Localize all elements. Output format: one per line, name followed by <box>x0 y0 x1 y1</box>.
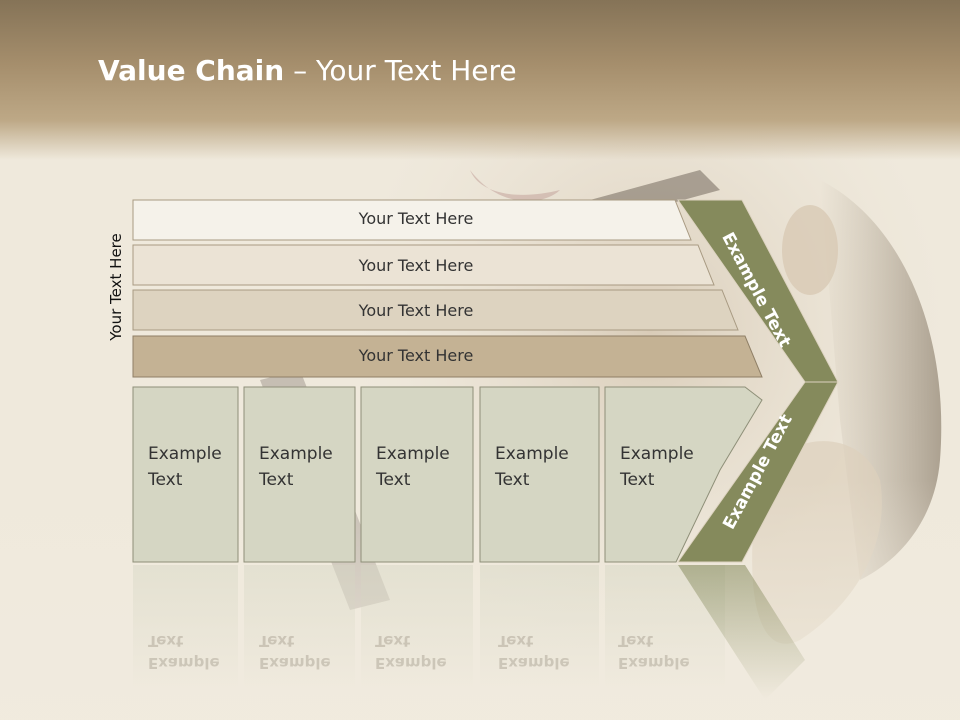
reflection-text-3: Example Text <box>375 630 447 674</box>
row-label-2: Your Text Here <box>358 256 474 275</box>
cell-line-1: Example <box>376 444 450 464</box>
cell-line-2: Text <box>495 470 530 490</box>
cell-line-2: Text <box>259 470 294 490</box>
reflection-line: Example <box>259 654 331 672</box>
cell-line-1: Example <box>620 444 694 464</box>
row-label-3: Your Text Here <box>358 301 474 320</box>
row-bar-2 <box>132 244 715 286</box>
title-bold: Value Chain <box>98 54 285 87</box>
reflection-group <box>133 565 805 700</box>
row-bar-4 <box>132 335 763 378</box>
cell-line-1: Example <box>148 444 222 464</box>
row-label-1: Your Text Here <box>358 209 474 228</box>
row-label-4: Your Text Here <box>358 346 474 365</box>
cell-line-1: Example <box>259 444 333 464</box>
cell-box-1 <box>132 386 239 563</box>
cell-box-3 <box>360 386 474 563</box>
reflection-line: Text <box>148 632 184 650</box>
reflection-text-5: Example Text <box>618 630 690 674</box>
cell-line-2: Text <box>148 470 183 490</box>
reflection-text-2: Example Text <box>259 630 331 674</box>
cell-box-4 <box>479 386 600 563</box>
chevron-lower <box>677 381 839 563</box>
header-band <box>0 0 960 160</box>
reflection-text-4: Example Text <box>498 630 570 674</box>
page-title: Value Chain – Your Text Here <box>98 54 517 87</box>
cell-line-2: Text <box>620 470 655 490</box>
reflection-line: Text <box>375 632 411 650</box>
cell-line-2: Text <box>376 470 411 490</box>
reflection-line: Example <box>148 654 220 672</box>
reflection-text-1: Example Text <box>148 630 220 674</box>
reflection-line: Example <box>498 654 570 672</box>
reflection-line: Example <box>618 654 690 672</box>
row-bar-1 <box>132 199 692 241</box>
cell-box-2 <box>243 386 356 563</box>
title-rest: – Your Text Here <box>284 54 517 87</box>
reflection-line: Text <box>259 632 295 650</box>
row-bar-3 <box>132 289 739 331</box>
reflection-line: Text <box>498 632 534 650</box>
cell-line-1: Example <box>495 444 569 464</box>
reflection-line: Example <box>375 654 447 672</box>
cell-box-5 <box>604 386 763 563</box>
reflection-line: Text <box>618 632 654 650</box>
